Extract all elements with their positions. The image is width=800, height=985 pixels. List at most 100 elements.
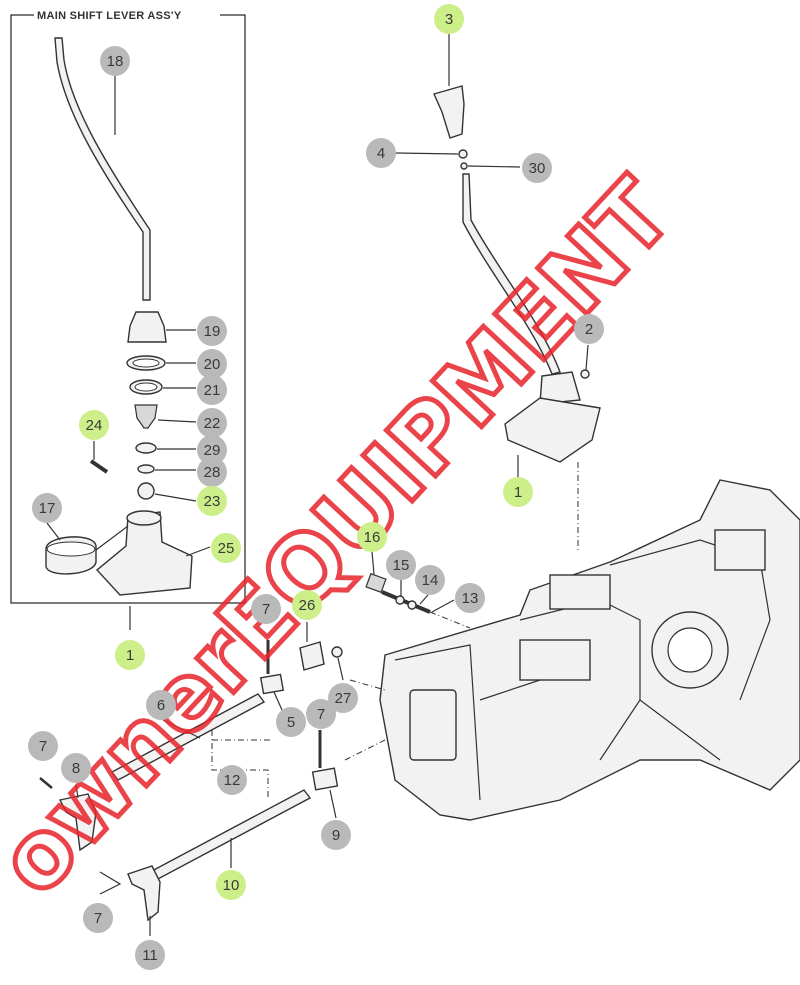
callout-7: 7 bbox=[306, 699, 336, 729]
leader-lines bbox=[46, 34, 589, 936]
callout-bubble bbox=[434, 4, 464, 34]
callout-label: 24 bbox=[86, 417, 103, 434]
callout-bubble bbox=[135, 940, 165, 970]
callout-label: 19 bbox=[204, 323, 221, 340]
transmission-case bbox=[379, 479, 800, 821]
callout-29: 29 bbox=[197, 435, 227, 465]
callout-bubble bbox=[197, 486, 227, 516]
callout-30: 30 bbox=[522, 153, 552, 183]
callout-label: 27 bbox=[335, 690, 352, 707]
callout-20: 20 bbox=[197, 349, 227, 379]
callout-8: 8 bbox=[61, 753, 91, 783]
callout-bubble bbox=[61, 753, 91, 783]
callout-label: 10 bbox=[223, 877, 240, 894]
callout-label: 30 bbox=[529, 160, 546, 177]
callout-6: 6 bbox=[146, 690, 176, 720]
callout-label: 25 bbox=[218, 540, 235, 557]
callout-label: 14 bbox=[422, 572, 439, 589]
callout-bubble bbox=[197, 375, 227, 405]
callout-13: 13 bbox=[455, 583, 485, 613]
callout-bubble bbox=[115, 640, 145, 670]
callout-25: 25 bbox=[211, 533, 241, 563]
callout-12: 12 bbox=[217, 765, 247, 795]
callout-bubble bbox=[100, 46, 130, 76]
callout-bubble bbox=[366, 138, 396, 168]
callout-11: 11 bbox=[135, 940, 165, 970]
callout-7: 7 bbox=[251, 594, 281, 624]
callout-label: 13 bbox=[462, 590, 479, 607]
callout-bubble bbox=[216, 870, 246, 900]
callout-bubble bbox=[197, 457, 227, 487]
callout-21: 21 bbox=[197, 375, 227, 405]
callout-17: 17 bbox=[32, 493, 62, 523]
callout-bubble bbox=[28, 731, 58, 761]
callout-23: 23 bbox=[197, 486, 227, 516]
watermark-text: ownerEQUIPMENT bbox=[0, 159, 693, 915]
callout-label: 20 bbox=[204, 356, 221, 373]
callout-bubble bbox=[328, 683, 358, 713]
callout-16: 16 bbox=[357, 522, 387, 552]
callout-bubble bbox=[211, 533, 241, 563]
callout-22: 22 bbox=[197, 408, 227, 438]
callout-label: 6 bbox=[157, 697, 165, 714]
callout-label: 18 bbox=[107, 53, 124, 70]
callout-3: 3 bbox=[434, 4, 464, 34]
inset-main-shift-lever-assy: MAIN SHIFT LEVER ASS'Y bbox=[10, 7, 246, 604]
callout-bubble bbox=[79, 410, 109, 440]
inset-title: MAIN SHIFT LEVER ASS'Y bbox=[37, 10, 182, 22]
callout-bubble bbox=[197, 349, 227, 379]
callout-label: 21 bbox=[204, 382, 221, 399]
callout-label: 15 bbox=[393, 557, 410, 574]
callout-bubble bbox=[197, 408, 227, 438]
callout-2: 2 bbox=[574, 314, 604, 344]
callout-9: 9 bbox=[321, 820, 351, 850]
callout-label: 23 bbox=[204, 493, 221, 510]
callout-label: 7 bbox=[317, 706, 325, 723]
callout-24: 24 bbox=[79, 410, 109, 440]
callout-bubble bbox=[386, 550, 416, 580]
callout-4: 4 bbox=[366, 138, 396, 168]
callout-27: 27 bbox=[328, 683, 358, 713]
watermark: ownerEQUIPMENT bbox=[0, 157, 695, 918]
callout-label: 7 bbox=[39, 738, 47, 755]
callout-label: 7 bbox=[262, 601, 270, 618]
callout-14: 14 bbox=[415, 565, 445, 595]
callout-bubble bbox=[32, 493, 62, 523]
callout-7: 7 bbox=[28, 731, 58, 761]
callout-label: 28 bbox=[204, 464, 221, 481]
callout-bubble bbox=[83, 903, 113, 933]
callout-bubble bbox=[321, 820, 351, 850]
callout-26: 26 bbox=[292, 590, 322, 620]
main-lever-assembly bbox=[433, 85, 601, 550]
callout-bubble bbox=[197, 316, 227, 346]
callout-label: 5 bbox=[287, 714, 295, 731]
callout-bubble bbox=[276, 707, 306, 737]
callout-bubble bbox=[306, 699, 336, 729]
callout-bubble bbox=[415, 565, 445, 595]
callout-5: 5 bbox=[276, 707, 306, 737]
callout-label: 1 bbox=[514, 484, 522, 501]
callout-bubble bbox=[197, 435, 227, 465]
inset-parts bbox=[45, 37, 193, 630]
callout-label: 3 bbox=[445, 11, 453, 28]
callout-bubble bbox=[357, 522, 387, 552]
callout-bubble bbox=[574, 314, 604, 344]
callout-28: 28 bbox=[197, 457, 227, 487]
callout-label: 8 bbox=[72, 760, 80, 777]
callout-15: 15 bbox=[386, 550, 416, 580]
callout-19: 19 bbox=[197, 316, 227, 346]
shift-linkage bbox=[39, 572, 471, 922]
callout-7: 7 bbox=[83, 903, 113, 933]
callout-label: 29 bbox=[204, 442, 221, 459]
callout-label: 26 bbox=[299, 597, 316, 614]
callout-1: 1 bbox=[503, 477, 533, 507]
callout-1: 1 bbox=[115, 640, 145, 670]
callout-bubble bbox=[522, 153, 552, 183]
callout-bubble bbox=[146, 690, 176, 720]
callout-label: 9 bbox=[332, 827, 340, 844]
callout-label: 22 bbox=[204, 415, 221, 432]
callout-bubble bbox=[503, 477, 533, 507]
callout-label: 16 bbox=[364, 529, 381, 546]
